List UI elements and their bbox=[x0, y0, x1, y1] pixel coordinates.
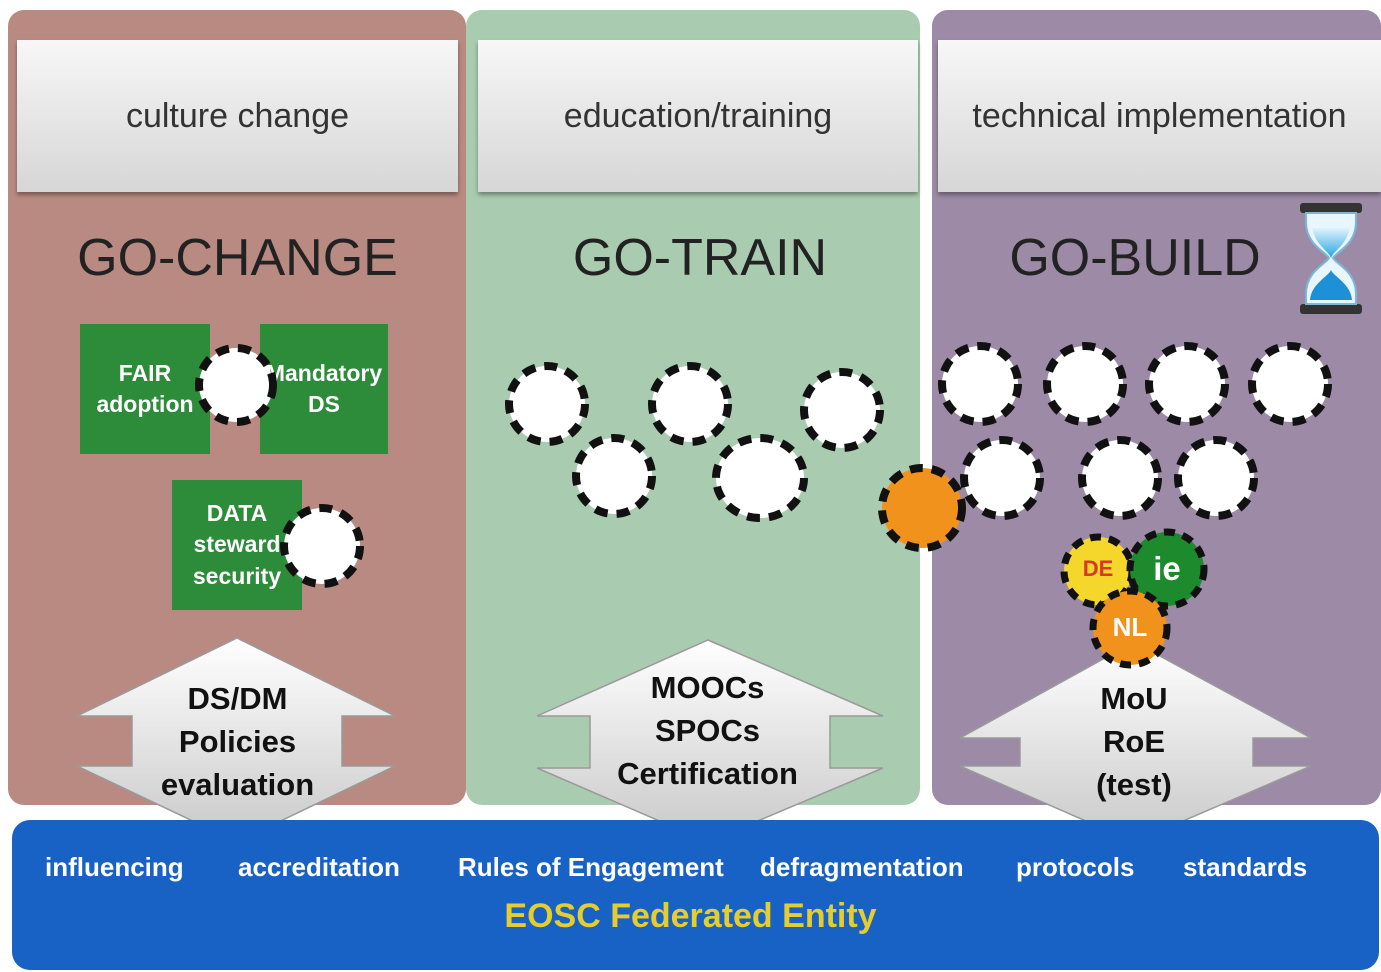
dashed-circle bbox=[800, 368, 884, 452]
dashed-circle bbox=[195, 344, 277, 426]
header-education-training: education/training bbox=[478, 40, 918, 192]
arrow-line: MoU bbox=[1100, 681, 1168, 716]
dashed-circle bbox=[1248, 342, 1332, 426]
term-standards: standards bbox=[1183, 852, 1308, 882]
badge-nl-label: NL bbox=[1112, 612, 1148, 642]
arrow-text-train: MOOCs SPOCs Certification bbox=[595, 667, 820, 795]
header-technical-implementation: technical implementation bbox=[938, 40, 1381, 192]
arrow-text-change: DS/DM Policies evaluation bbox=[130, 678, 345, 806]
arrow-line: RoE bbox=[1103, 723, 1165, 759]
hourglass-icon bbox=[1300, 203, 1362, 314]
arrow-line: (test) bbox=[1096, 766, 1172, 802]
badge-ie-label: ie bbox=[1153, 550, 1181, 587]
orange-bridge-circle bbox=[878, 464, 966, 552]
badge-ie-circle bbox=[1126, 528, 1208, 610]
header-culture-change: culture change bbox=[17, 40, 458, 192]
eosc-band bbox=[12, 820, 1379, 970]
dashed-circle bbox=[505, 362, 589, 446]
dashed-circle bbox=[1043, 342, 1127, 426]
arrow-text-build: MoU RoE (test) bbox=[1034, 678, 1234, 806]
arrow-line: SPOCs bbox=[654, 712, 761, 748]
eosc-federated-entity: EOSC Federated Entity bbox=[504, 897, 877, 935]
box-mandatory-ds: Mandatory DS bbox=[260, 324, 388, 454]
dashed-circle bbox=[960, 436, 1044, 520]
dashed-circle bbox=[1174, 436, 1258, 520]
dashed-circle bbox=[572, 434, 656, 518]
term-influencing: influencing bbox=[45, 852, 184, 882]
arrow-line: Policies bbox=[178, 723, 297, 759]
title-go-change: GO-CHANGE bbox=[77, 229, 398, 287]
dashed-circle bbox=[712, 434, 808, 522]
term-protocols: protocols bbox=[1016, 852, 1135, 882]
arrow-line: MOOCs bbox=[650, 670, 765, 705]
dashed-circle bbox=[648, 362, 732, 446]
badge-nl-circle bbox=[1089, 587, 1171, 669]
box-fair-adoption: FAIR adoption bbox=[80, 324, 210, 454]
title-go-train: GO-TRAIN bbox=[572, 229, 828, 287]
arrow-line: evaluation bbox=[160, 766, 315, 802]
badge-de-label: DE bbox=[1082, 556, 1114, 581]
dashed-circle bbox=[1145, 342, 1229, 426]
dashed-circle bbox=[938, 342, 1022, 426]
dashed-circle bbox=[280, 504, 364, 588]
term-rules-of-engagement: Rules of Engagement bbox=[458, 852, 724, 882]
dashed-circle bbox=[1078, 436, 1162, 520]
arrow-line: Certification bbox=[617, 755, 798, 791]
term-accreditation: accreditation bbox=[238, 852, 400, 882]
arrow-line: DS/DM bbox=[187, 681, 288, 716]
title-go-build: GO-BUILD bbox=[1009, 229, 1261, 287]
term-defragmentation: defragmentation bbox=[760, 852, 964, 882]
